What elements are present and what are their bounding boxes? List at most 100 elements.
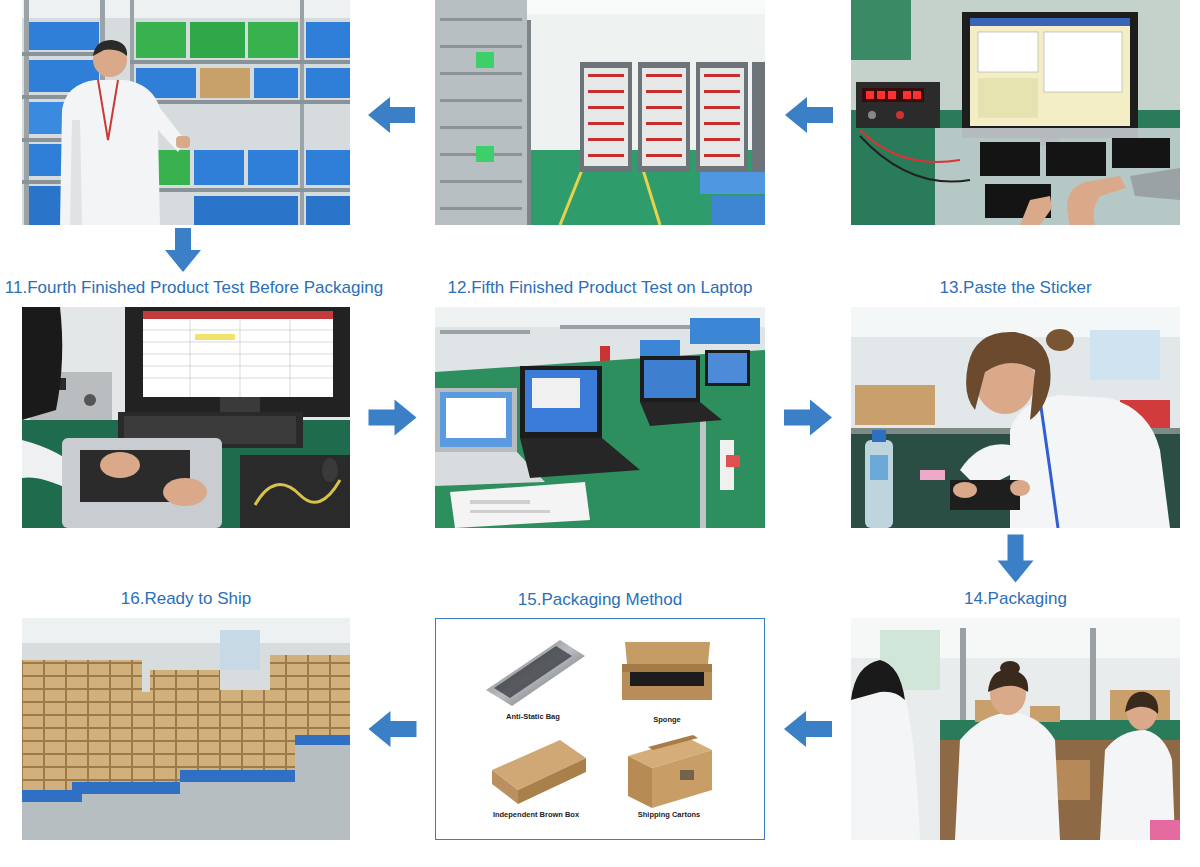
test-rack <box>646 90 682 93</box>
photo-laptop-test <box>470 510 550 513</box>
packaging-items <box>518 758 586 804</box>
test-rack <box>588 106 624 109</box>
photo-fourth-test <box>143 366 333 367</box>
photo-fourth-test <box>220 397 260 413</box>
photo-bench-test <box>862 88 924 102</box>
photo-fourth-test <box>22 307 350 528</box>
photo-bench-test <box>860 130 960 162</box>
photo-fourth-test <box>195 334 235 340</box>
step-caption: 12.Fifth Finished Product Test on Laptop <box>448 278 753 298</box>
photo-storage <box>194 150 244 185</box>
photo-fourth-test <box>240 455 350 528</box>
photo-warehouse <box>72 692 180 782</box>
item-label: Sponge <box>653 715 681 724</box>
photo-bench-test <box>978 32 1038 72</box>
photo-bench-test <box>1130 168 1180 200</box>
photo-laptop-test <box>644 360 696 398</box>
photo-sticker <box>950 480 1020 510</box>
photo-storage <box>93 40 127 56</box>
photo-laptop-test <box>520 366 602 438</box>
test-rack <box>588 122 624 125</box>
photo-fourth-test <box>62 438 222 528</box>
photo-bench-test <box>851 0 1180 225</box>
test-rack <box>700 68 744 166</box>
photo-storage <box>70 120 82 225</box>
photo-bench-test <box>877 91 885 99</box>
photo-sticker <box>865 440 893 528</box>
photo-step: 16.Ready to Ship <box>22 618 350 840</box>
photo-aging-room <box>440 99 522 102</box>
test-rack <box>704 90 740 93</box>
flow-arrow <box>368 97 415 133</box>
photo-fourth-test <box>22 307 62 420</box>
photo-warehouse <box>72 782 180 794</box>
photo-laptop-test <box>440 330 530 334</box>
photo-bench-test <box>903 91 911 99</box>
step-caption: 14.Packaging <box>964 589 1067 609</box>
photo-laptop-test <box>705 350 750 386</box>
flow-arrow <box>784 400 832 436</box>
photo-laptop-test <box>470 500 530 504</box>
packaging-items <box>628 756 652 808</box>
packaging-items <box>494 646 572 698</box>
test-rack <box>580 62 765 172</box>
photo-packaging <box>1150 820 1180 840</box>
photo-storage <box>248 22 298 58</box>
test-rack <box>646 154 682 157</box>
photo-storage <box>98 80 118 140</box>
step-caption: 13.Paste the Sticker <box>939 278 1091 298</box>
photo-warehouse <box>180 770 295 782</box>
packaging-panel: 15.Packaging MethodAnti-Static BagSponge… <box>435 618 765 840</box>
test-rack <box>646 74 682 77</box>
photo-bench-test <box>913 91 921 99</box>
photo-fourth-test <box>322 458 338 482</box>
photo-storage <box>248 150 298 185</box>
photo-packaging <box>1125 692 1158 714</box>
test-rack <box>588 138 624 141</box>
photo-bench-test <box>978 78 1038 118</box>
photo-fourth-test <box>84 394 96 406</box>
photo-bench-test <box>851 0 1180 225</box>
photo-storage <box>194 196 298 225</box>
packaging-items <box>486 640 585 706</box>
packaging-items <box>435 618 765 840</box>
photo-storage <box>254 68 298 98</box>
test-rack <box>584 68 628 166</box>
flow-arrow <box>165 97 833 272</box>
photo-warehouse <box>180 690 295 770</box>
photo-bench-test <box>970 18 1130 126</box>
flow-arrow <box>165 228 201 272</box>
photo-bench-test <box>896 111 904 119</box>
photo-fourth-test <box>125 307 350 417</box>
photo-fourth-test <box>163 478 207 506</box>
photo-fourth-test <box>143 311 333 397</box>
photo-storage <box>24 0 29 225</box>
photo-step: 14.Packaging <box>851 618 1180 840</box>
photo-bench-test <box>856 82 940 128</box>
packaging-items <box>680 770 694 780</box>
photo-bench-test <box>1020 196 1052 225</box>
test-rack <box>580 62 632 172</box>
photo-laptop-test <box>450 482 590 528</box>
test-rack <box>704 74 740 77</box>
photo-bench-test <box>866 91 874 99</box>
photo-sticker <box>1010 480 1030 496</box>
photo-fourth-test <box>22 307 350 528</box>
photo-sticker <box>851 307 1180 528</box>
photo-laptop-test <box>640 356 700 402</box>
flow-arrow <box>784 711 832 747</box>
flow-arrow <box>998 535 1034 583</box>
photo-sticker <box>966 332 1050 420</box>
photo-fourth-test <box>143 320 333 397</box>
photo-laptop-test <box>446 398 506 438</box>
photo-aging-room <box>476 146 494 162</box>
photo-storage <box>60 80 185 225</box>
flow-arrow <box>785 97 833 133</box>
photo-fourth-test <box>143 342 333 343</box>
item-label: Anti-Static Bag <box>506 712 560 721</box>
photo-storage <box>22 0 350 225</box>
photo-storage <box>306 22 350 58</box>
photo-storage <box>190 22 245 58</box>
photo-warehouse <box>22 618 350 643</box>
